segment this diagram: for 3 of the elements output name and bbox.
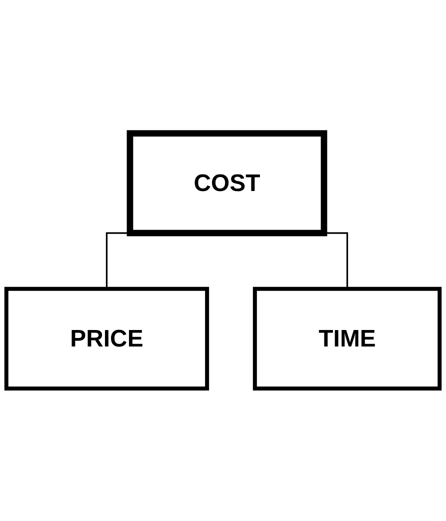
node-box: PRICE	[4, 286, 210, 390]
node-box: COST	[126, 130, 328, 236]
node-box: TIME	[252, 286, 442, 390]
